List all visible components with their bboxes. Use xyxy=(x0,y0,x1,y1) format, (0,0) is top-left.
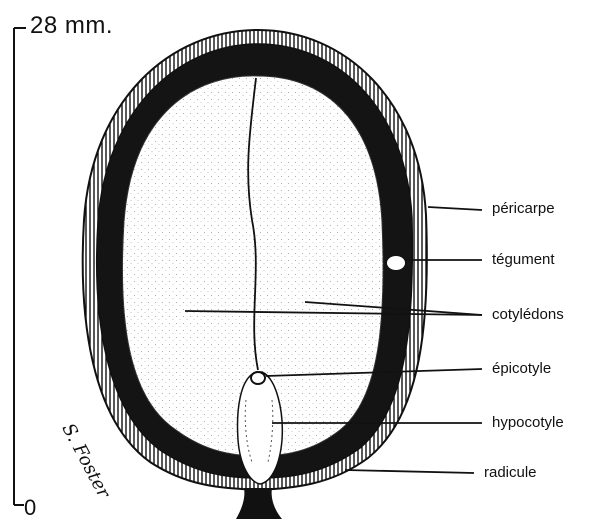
scale-max-label: 28 mm. xyxy=(30,12,113,40)
scale-bar xyxy=(14,28,26,505)
hypocotyl-body xyxy=(238,372,283,484)
label-pericarpe: péricarpe xyxy=(492,200,555,218)
leader-radicule xyxy=(345,470,474,473)
epicotyl-bud xyxy=(251,372,265,384)
hilum-stalk xyxy=(236,488,282,519)
label-tegument: tégument xyxy=(492,251,555,269)
scale-min-label: 0 xyxy=(24,496,36,520)
leader-pericarpe xyxy=(428,207,482,210)
label-radicule: radicule xyxy=(484,464,537,482)
tegument-spot xyxy=(387,256,405,270)
label-hypocotyle: hypocotyle xyxy=(492,414,564,432)
label-cotyledons: cotylédons xyxy=(492,306,564,324)
label-epicotyle: épicotyle xyxy=(492,360,551,378)
